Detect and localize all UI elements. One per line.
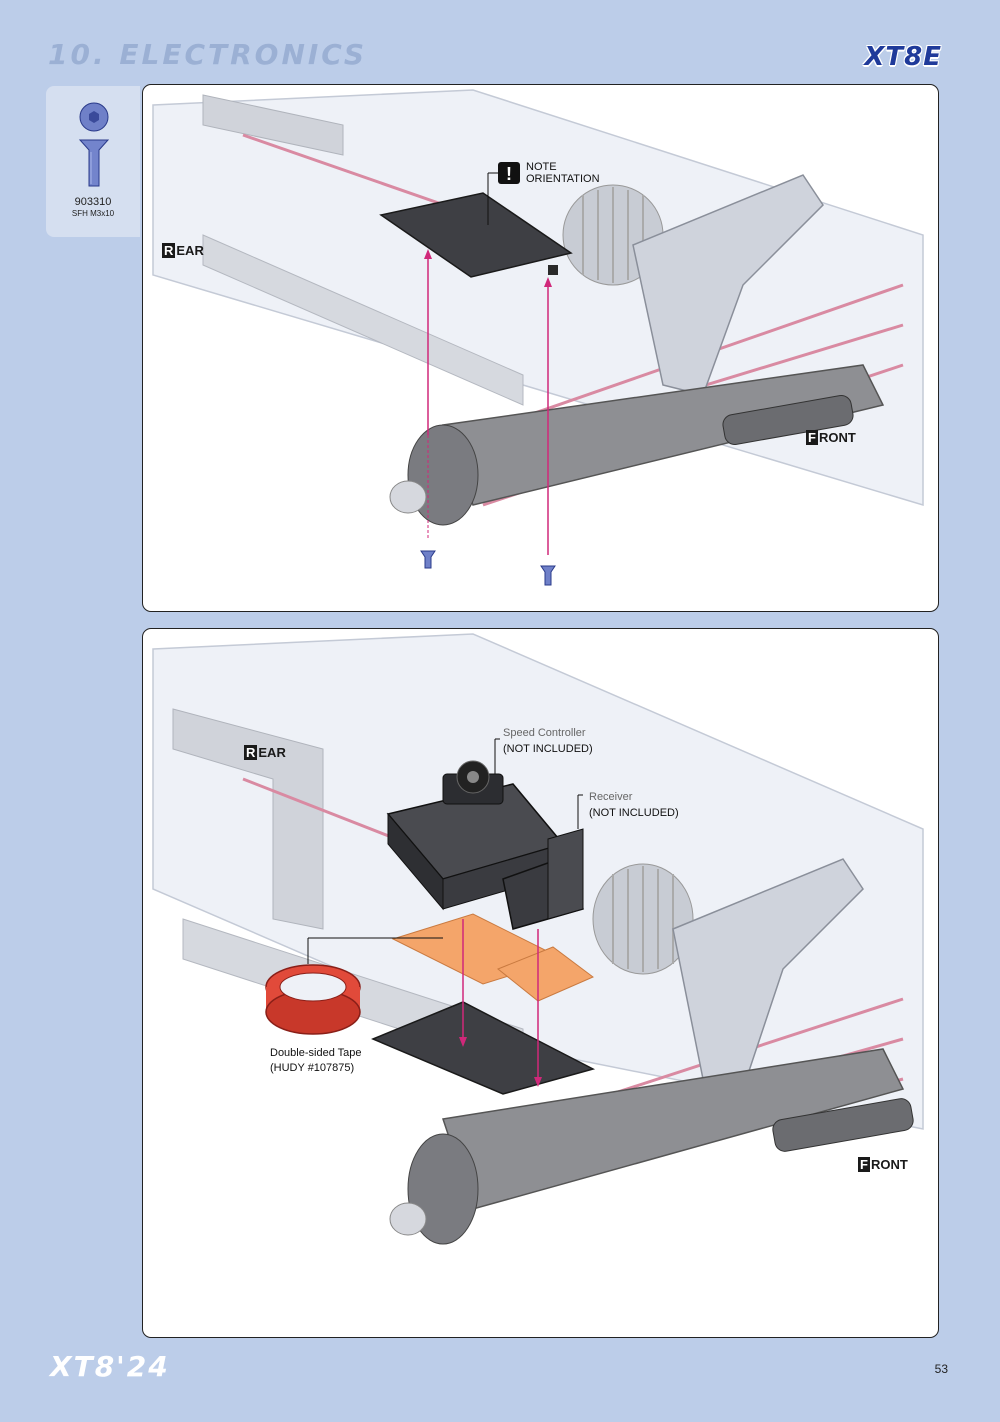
note-orientation-label: NOTE ORIENTATION — [526, 161, 600, 185]
receiver-name: Receiver — [589, 791, 633, 803]
rear-label-rest: EAR — [176, 243, 204, 258]
rear-label-cap: R — [162, 243, 176, 258]
step1-illustration: ! — [152, 89, 924, 586]
parts-box: 903310 SFH M3x10 — [46, 86, 140, 237]
front-label-rest: RONT — [818, 430, 856, 445]
step2-panel: Speed Controller (NOT INCLUDED) Receiver… — [142, 628, 939, 1338]
brand-logo: XT8E — [864, 42, 942, 72]
speed-controller-note: (NOT INCLUDED) — [503, 743, 593, 755]
section-title: 10. ELECTRONICS — [48, 38, 368, 71]
receiver-note: (NOT INCLUDED) — [589, 807, 679, 819]
tape-name: Double-sided Tape — [270, 1047, 362, 1059]
front-label-cap: F — [806, 430, 818, 445]
front-label-rest: RONT — [870, 1157, 908, 1172]
rear-label-rest: EAR — [258, 745, 286, 760]
note-line1: NOTE — [526, 161, 557, 173]
rear-label-cap: R — [244, 745, 258, 760]
screw-icon — [78, 102, 110, 187]
tape-part: (HUDY #107875) — [270, 1062, 355, 1074]
page-number: 53 — [934, 1362, 948, 1376]
note-line2: ORIENTATION — [526, 173, 600, 185]
footer-brand: XT8'24 — [50, 1350, 170, 1383]
speed-controller-name: Speed Controller — [503, 727, 586, 739]
part-description: SFH M3x10 — [71, 209, 115, 218]
svg-text:!: ! — [506, 164, 512, 184]
part-code: 903310 — [74, 196, 112, 208]
receiver-label: Receiver (NOT INCLUDED) — [589, 791, 679, 819]
speed-controller-label: Speed Controller (NOT INCLUDED) — [503, 727, 593, 755]
step2-illustration — [152, 633, 924, 1245]
tape-label: Double-sided Tape (HUDY #107875) — [270, 1047, 362, 1074]
front-label-cap: F — [858, 1157, 870, 1172]
